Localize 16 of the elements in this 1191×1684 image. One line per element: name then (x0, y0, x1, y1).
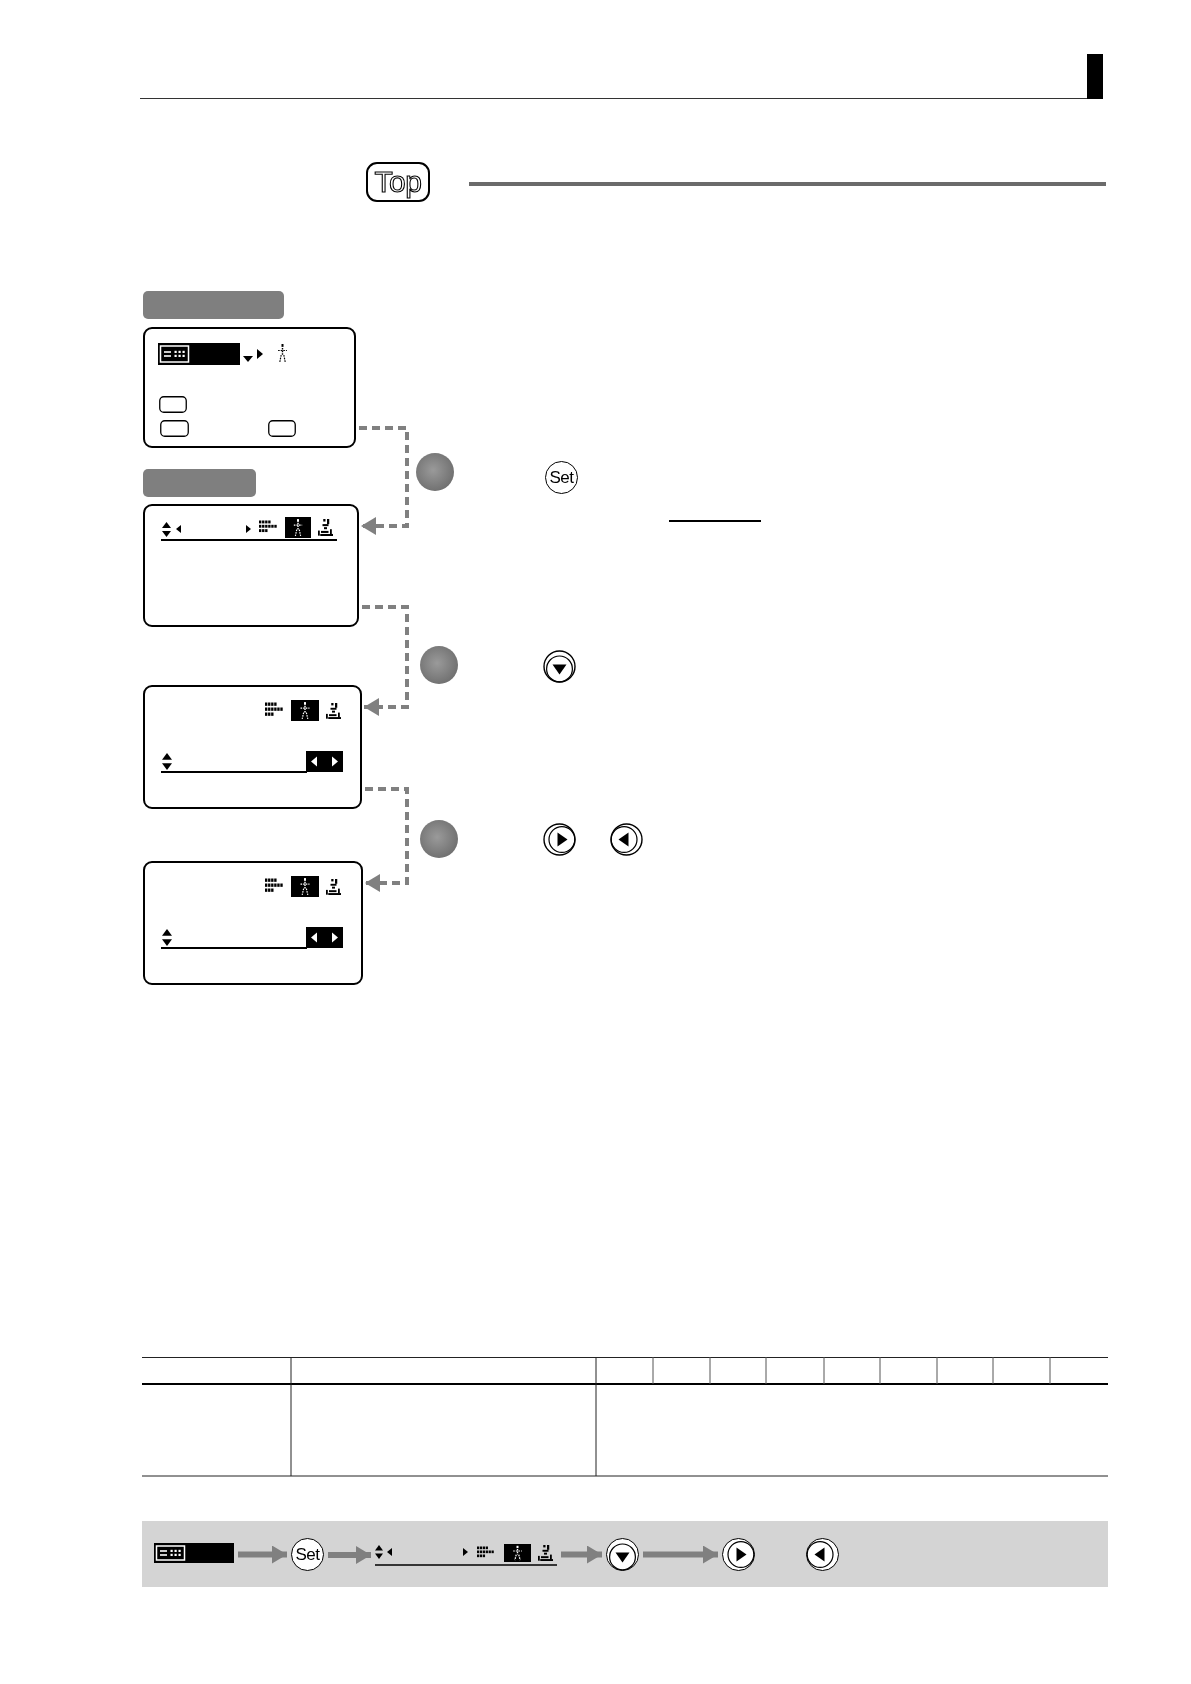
lcd-screen (143, 504, 359, 627)
arrow (561, 1545, 602, 1564)
top-tag: Top (366, 162, 430, 202)
dashed-arrow (359, 426, 409, 535)
screen-header-icon (375, 1544, 557, 1566)
dashed-arrow (365, 787, 409, 892)
set-button: Set (545, 461, 578, 494)
lcd-screen (143, 861, 363, 985)
arrow (238, 1545, 287, 1564)
heading-tab (143, 291, 284, 319)
dashed-arrow (362, 605, 409, 716)
arrow (328, 1546, 371, 1564)
lcd-screen (143, 685, 362, 809)
arrow (643, 1545, 718, 1564)
lcd-screen (143, 327, 356, 448)
heading-tab (143, 469, 256, 497)
